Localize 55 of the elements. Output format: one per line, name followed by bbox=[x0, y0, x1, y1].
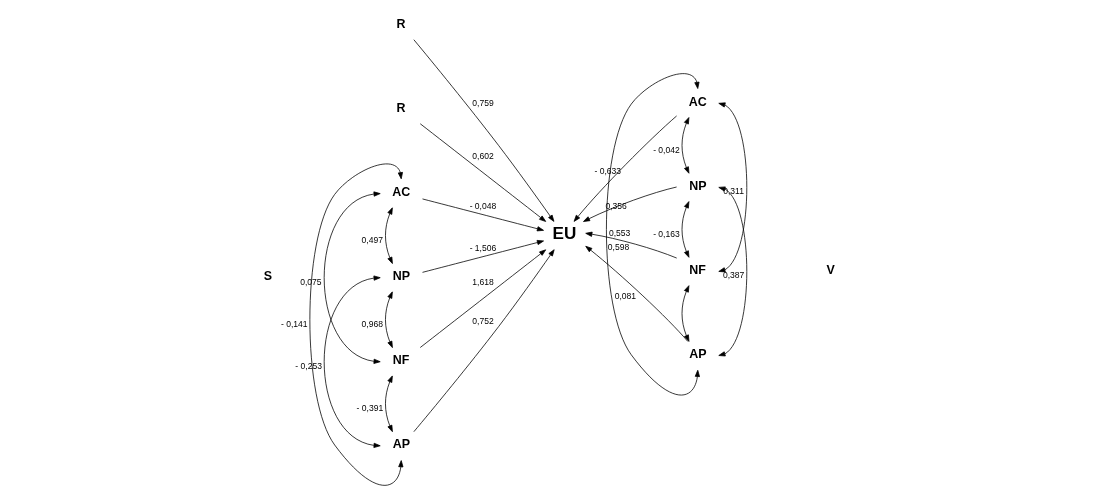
arrow bbox=[308, 163, 403, 486]
arrow bbox=[384, 375, 393, 433]
edge-label: 0,387 bbox=[722, 270, 744, 281]
arrow bbox=[681, 201, 689, 258]
edge-label: 0,497 bbox=[361, 234, 383, 245]
node-text: NP bbox=[688, 178, 706, 193]
node-text: AC bbox=[688, 94, 707, 109]
edge-label: - 0,391 bbox=[356, 402, 383, 413]
label: S bbox=[263, 268, 272, 283]
arrow bbox=[584, 245, 688, 342]
edge-label: 1,618 bbox=[471, 277, 494, 288]
edge-label: 0,968 bbox=[361, 318, 383, 329]
edge-label: - 0,141 bbox=[280, 318, 308, 329]
arrow bbox=[323, 191, 381, 364]
arrow bbox=[717, 186, 747, 357]
arrow bbox=[412, 39, 554, 222]
arrow bbox=[421, 240, 544, 273]
node-text: AC bbox=[391, 184, 410, 199]
arrow bbox=[323, 275, 381, 448]
arrow bbox=[384, 207, 393, 264]
edge-label: 0,598 bbox=[607, 242, 629, 253]
node-text: R bbox=[396, 100, 406, 115]
arrow bbox=[584, 231, 677, 259]
arrow bbox=[413, 249, 555, 433]
edge-label: 0,602 bbox=[471, 151, 494, 162]
node-text: NF bbox=[688, 262, 706, 277]
arrow bbox=[681, 117, 689, 174]
arrow bbox=[582, 186, 677, 222]
edge-label: 0,081 bbox=[614, 290, 636, 301]
node-text: AP bbox=[392, 436, 410, 451]
arrow bbox=[717, 102, 747, 273]
edge-label: - 0,633 bbox=[594, 165, 621, 176]
node-text: EU bbox=[552, 224, 576, 244]
node-text: NF bbox=[392, 352, 409, 367]
label: V bbox=[826, 262, 835, 277]
arrow bbox=[384, 291, 393, 348]
edge-label: 0,759 bbox=[471, 98, 494, 109]
arrow bbox=[419, 249, 546, 348]
edge-label: 0,075 bbox=[299, 276, 322, 287]
edge-label: 0,752 bbox=[471, 316, 494, 327]
edge-label: - 1,506 bbox=[469, 243, 496, 254]
arrow bbox=[681, 285, 689, 342]
arrow bbox=[421, 198, 544, 232]
edge-label: 0,553 bbox=[608, 228, 630, 239]
arrow bbox=[573, 115, 677, 222]
arrow bbox=[605, 73, 700, 396]
node-text: AP bbox=[688, 346, 706, 361]
node-text: NP bbox=[392, 268, 410, 283]
edge-label: - 0,042 bbox=[652, 144, 680, 155]
edge-label: - 0,048 bbox=[469, 201, 496, 212]
node-text: R bbox=[396, 16, 406, 31]
edge-label: - 0,253 bbox=[294, 360, 322, 371]
edge-label: 0,311 bbox=[722, 186, 744, 197]
edge-label: - 0,163 bbox=[652, 228, 680, 239]
arrow bbox=[419, 123, 546, 222]
